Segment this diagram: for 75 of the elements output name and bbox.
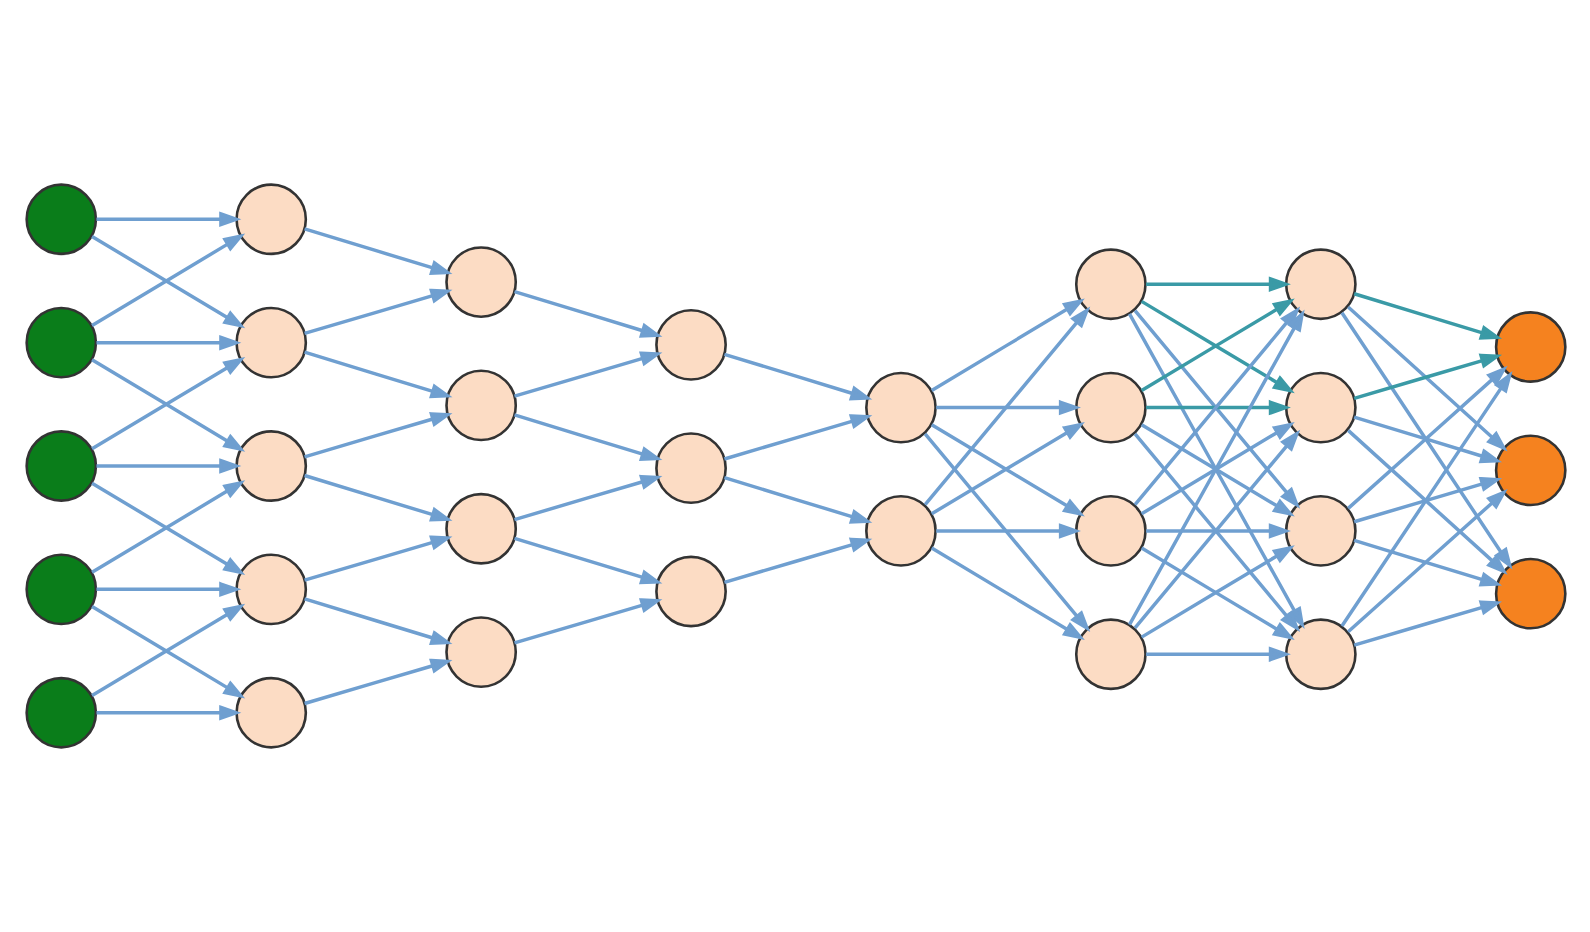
node-circle <box>1283 618 1356 691</box>
arrow <box>303 658 452 706</box>
node-circle <box>24 183 97 256</box>
node-circle <box>1283 495 1356 567</box>
arrow <box>303 535 452 582</box>
arrow <box>1145 646 1290 662</box>
arrow <box>95 334 241 351</box>
arrow <box>722 352 872 401</box>
arrow <box>1346 489 1507 633</box>
node-circle <box>1073 248 1146 321</box>
arrow <box>1352 353 1502 401</box>
arrow <box>1346 305 1507 452</box>
arrow <box>929 298 1084 392</box>
node-circle <box>1493 311 1566 383</box>
arrow <box>1352 538 1502 587</box>
node-circle <box>1493 434 1566 507</box>
node-circle <box>24 676 97 749</box>
node-circle <box>234 306 307 379</box>
node-circle <box>1073 371 1146 444</box>
node-circle <box>1283 371 1356 444</box>
arrow <box>95 211 241 228</box>
arrow <box>1145 399 1290 416</box>
node-circle <box>1073 495 1146 567</box>
arrow <box>513 289 662 338</box>
node-circle <box>654 308 726 381</box>
node-circle <box>444 492 517 565</box>
arrow <box>722 537 872 584</box>
node-circle <box>654 432 726 505</box>
arrow <box>1145 276 1290 292</box>
node-circle <box>1073 618 1146 691</box>
node-circle <box>1493 557 1566 630</box>
arrow <box>95 704 241 721</box>
arrow <box>722 414 872 461</box>
arrow <box>935 523 1080 539</box>
node-circle <box>654 555 726 628</box>
arrow <box>935 399 1080 416</box>
arrow <box>1352 600 1502 647</box>
node-circle <box>234 430 307 502</box>
arrow <box>1145 523 1290 539</box>
arrow <box>513 598 662 645</box>
node-circle <box>864 495 936 567</box>
node-circle <box>24 430 97 502</box>
arrow <box>513 351 662 398</box>
arrow <box>1339 370 1512 627</box>
node-circle <box>234 183 307 256</box>
arrow <box>1346 365 1507 510</box>
node-circle <box>234 676 307 749</box>
arrow <box>95 581 241 598</box>
arrow <box>929 546 1084 640</box>
arrow <box>922 432 1090 633</box>
arrow <box>95 458 241 474</box>
node-circle <box>444 616 517 689</box>
arrow <box>303 350 452 399</box>
node-circle <box>1283 248 1356 321</box>
node-circle <box>24 553 97 626</box>
arrow <box>303 227 452 275</box>
arrow <box>513 536 662 585</box>
node-circle <box>864 371 936 444</box>
arrow <box>513 413 662 461</box>
node-circle <box>234 553 307 626</box>
node-circle <box>444 369 517 442</box>
arrow <box>922 306 1090 506</box>
node-circle <box>444 246 517 318</box>
arrow <box>1346 429 1507 575</box>
arrow <box>1352 415 1502 464</box>
arrow <box>1352 476 1502 524</box>
node-circle <box>24 306 97 379</box>
arrow <box>1352 292 1502 340</box>
arrow <box>303 288 452 336</box>
arrow <box>303 597 452 645</box>
arrow <box>303 473 452 522</box>
arrow <box>513 474 662 522</box>
arrow <box>303 412 452 459</box>
arrow <box>1339 311 1512 570</box>
arrow <box>722 476 872 524</box>
